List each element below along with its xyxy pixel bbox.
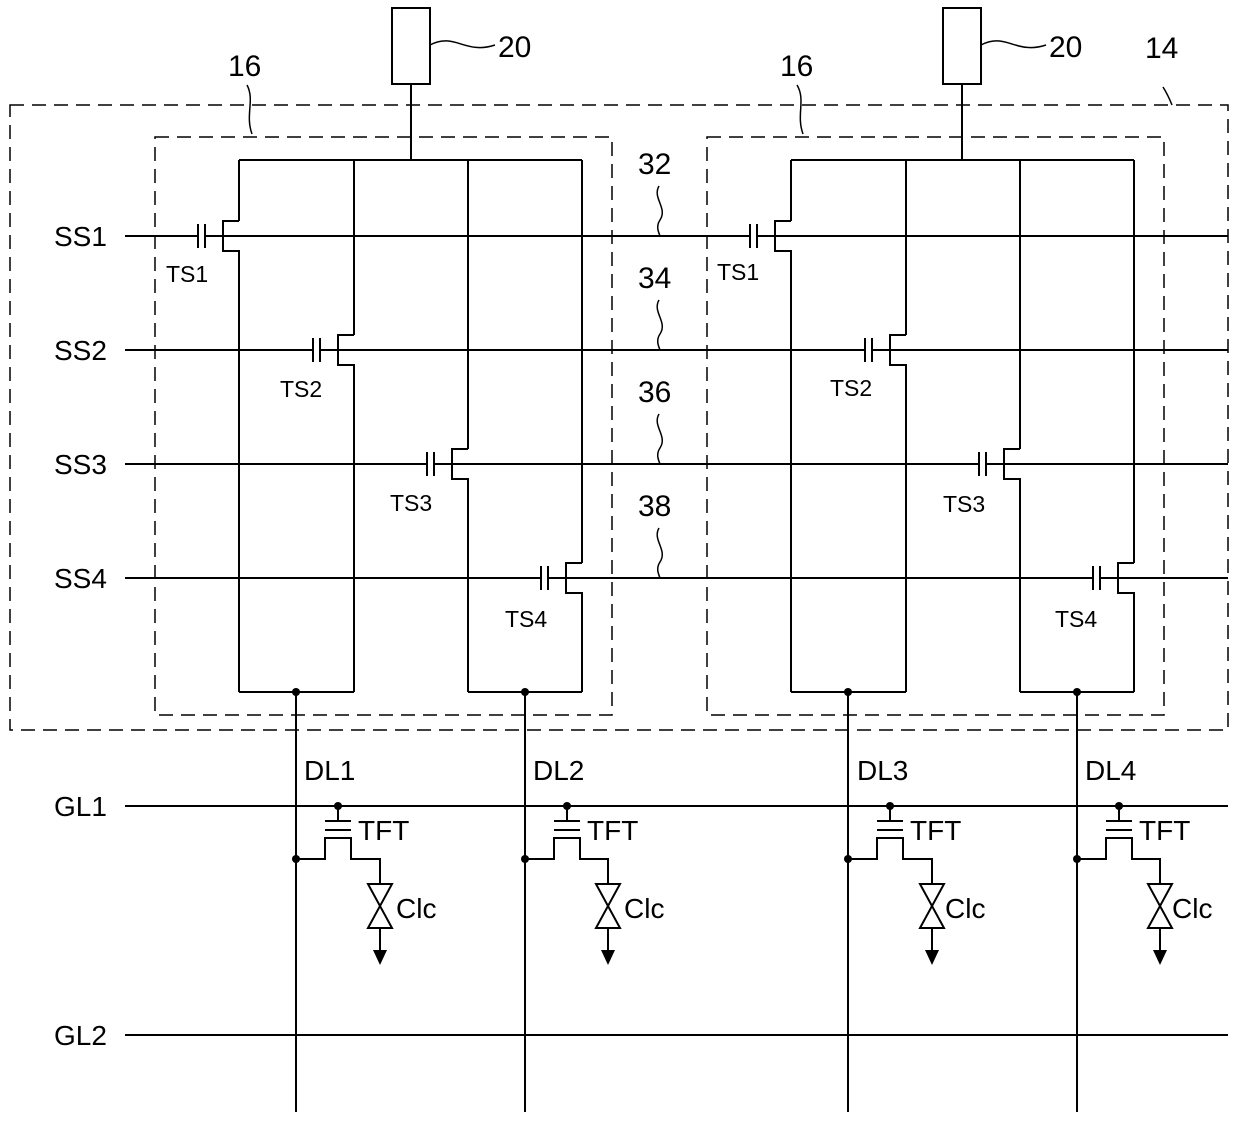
touch-ic-right: [943, 8, 981, 84]
tft-label-1: TFT: [358, 815, 409, 846]
leader-16-left: [247, 85, 252, 134]
ts4-left-label: TS4: [505, 606, 547, 632]
junction-dot: [844, 688, 852, 696]
dl1-label: DL1: [304, 755, 355, 786]
tft-label-3: TFT: [910, 815, 961, 846]
gl1-label: GL1: [54, 791, 107, 822]
ref-20-left-label: 20: [498, 31, 531, 64]
ss2-label: SS2: [54, 335, 107, 366]
ref-16-right-label: 16: [780, 50, 813, 83]
ref-38-label: 38: [638, 490, 671, 523]
leader-38: [657, 528, 662, 578]
leader-20-left: [430, 41, 495, 48]
leader-16-right: [797, 85, 803, 134]
ss3-label: SS3: [54, 449, 107, 480]
leader-14: [1163, 87, 1172, 105]
clc-label-2: Clc: [624, 893, 664, 924]
dl3-label: DL3: [857, 755, 908, 786]
leader-34: [657, 300, 662, 350]
touch-area-boundary: [10, 105, 1228, 730]
junction-dot: [521, 688, 529, 696]
ts3-right-label: TS3: [943, 491, 985, 517]
ts4-right-label: TS4: [1055, 606, 1097, 632]
leader-20-right: [981, 41, 1046, 48]
tft-label-4: TFT: [1139, 815, 1190, 846]
ref-14-label: 14: [1145, 32, 1178, 65]
dl2-label: DL2: [533, 755, 584, 786]
ref-34-label: 34: [638, 262, 671, 295]
leader-32: [657, 186, 662, 236]
ts1-left-label: TS1: [166, 261, 208, 287]
ts1-right-label: TS1: [717, 259, 759, 285]
clc-label-3: Clc: [945, 893, 985, 924]
ss1-label: SS1: [54, 221, 107, 252]
clc-label-4: Clc: [1172, 893, 1212, 924]
junction-dot: [1073, 688, 1081, 696]
ss4-label: SS4: [54, 563, 107, 594]
clc-label-1: Clc: [396, 893, 436, 924]
junction-dot: [292, 688, 300, 696]
ref-32-label: 32: [638, 148, 671, 181]
tft-label-2: TFT: [587, 815, 638, 846]
ts3-left-label: TS3: [390, 490, 432, 516]
touch-ic-left: [392, 8, 430, 84]
ref-20-right-label: 20: [1049, 31, 1082, 64]
dl4-label: DL4: [1085, 755, 1136, 786]
gl2-label: GL2: [54, 1020, 107, 1051]
ref-16-left-label: 16: [228, 50, 261, 83]
ts2-left-label: TS2: [280, 376, 322, 402]
ts2-right-label: TS2: [830, 375, 872, 401]
leader-36: [657, 414, 662, 464]
ref-36-label: 36: [638, 376, 671, 409]
